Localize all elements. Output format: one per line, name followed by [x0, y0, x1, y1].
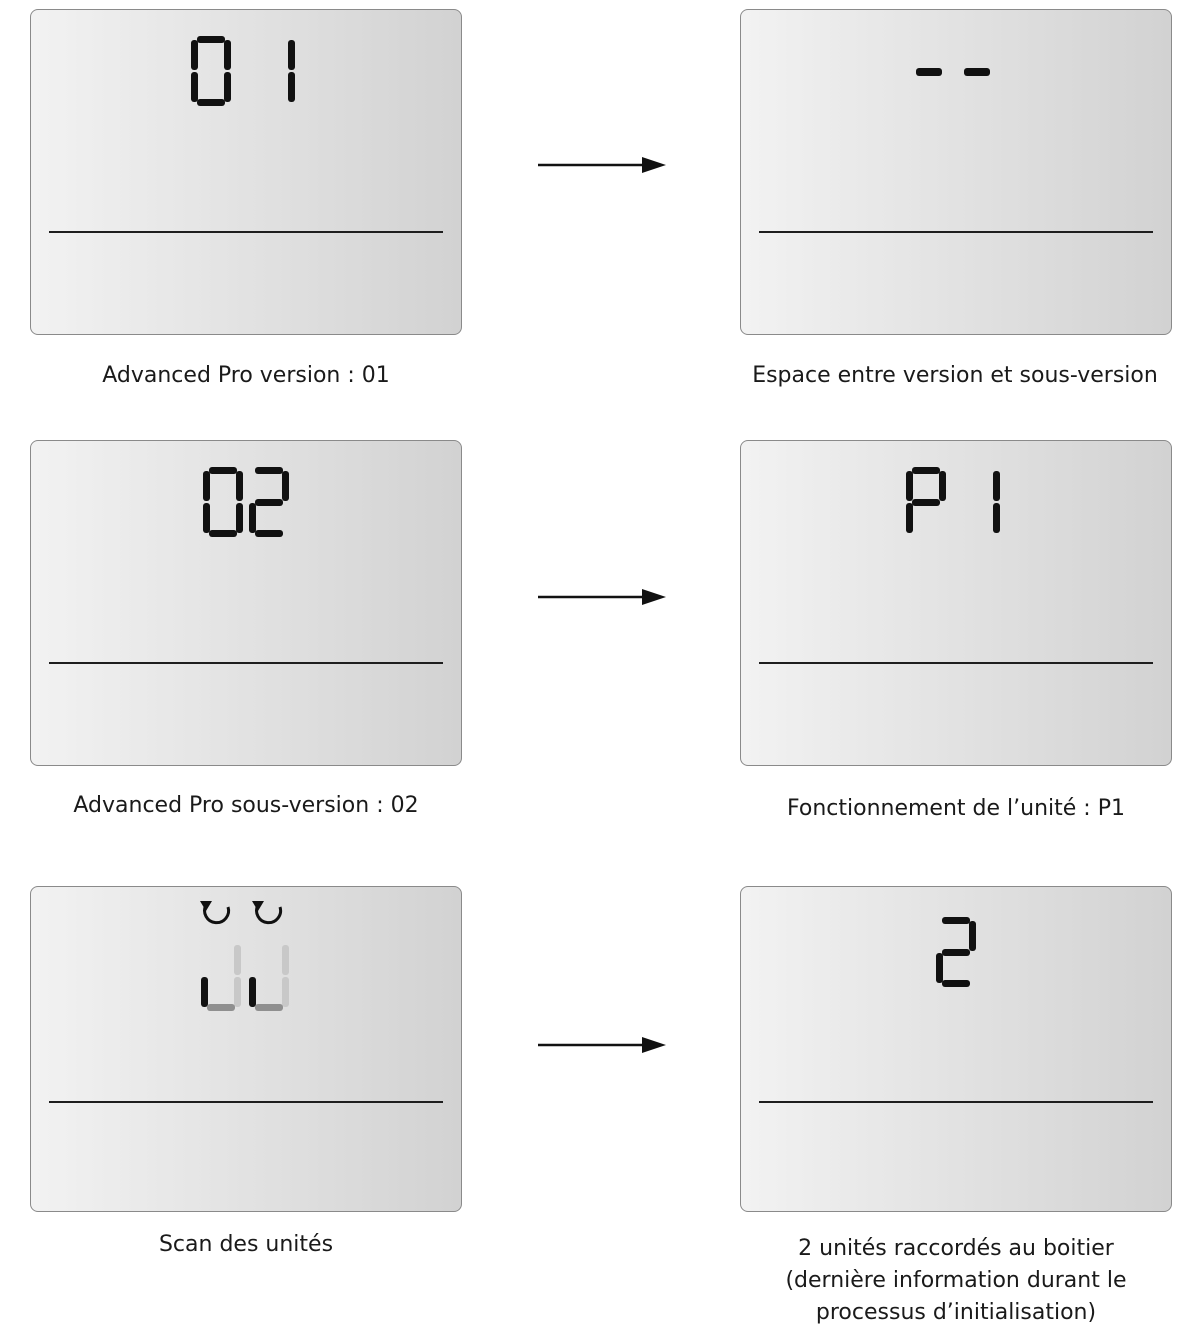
lcd-panel-separator: [740, 9, 1172, 335]
seven-segment-digits: [191, 36, 295, 106]
lcd-scan-icons: [31, 897, 461, 927]
caption-scan: Scan des unités: [158, 1232, 334, 1257]
caption-subversion: Advanced Pro sous-version : 02: [73, 793, 419, 818]
arrow-right-icon: [538, 157, 666, 173]
seven-segment-digits: [936, 917, 976, 987]
lcd-readout: [31, 467, 461, 537]
lcd-panel-scan: [30, 886, 462, 1212]
lcd-divider: [759, 231, 1153, 233]
lcd-divider: [49, 1101, 443, 1103]
caption-unit-operation: Fonctionnement de l’unité : P1: [787, 796, 1125, 821]
lcd-panel-unit-operation: [740, 440, 1172, 766]
lcd-readout: [741, 467, 1171, 537]
seven-segment-scan: [201, 945, 289, 1011]
caption-separator: Espace entre version et sous-version: [752, 363, 1158, 388]
arrow-right-icon: [538, 1037, 666, 1053]
caption-version: Advanced Pro version : 01: [102, 363, 390, 388]
seven-segment-digits: [203, 467, 289, 537]
arrow-right-icon: [538, 589, 666, 605]
caption-unit-count: 2 unités raccordés au boitier (dernière …: [785, 1236, 1127, 1325]
lcd-readout: [741, 917, 1171, 987]
lcd-readout: [31, 941, 461, 1011]
lcd-divider: [49, 662, 443, 664]
refresh-icon: [200, 901, 231, 925]
seven-segment-dashes: [916, 68, 990, 76]
lcd-panel-version: [30, 9, 462, 335]
lcd-readout: [31, 36, 461, 106]
lcd-readout: [741, 66, 1171, 78]
lcd-divider: [49, 231, 443, 233]
seven-segment-digits: [906, 467, 1000, 533]
lcd-panel-subversion: [30, 440, 462, 766]
lcd-divider: [759, 662, 1153, 664]
lcd-divider: [759, 1101, 1153, 1103]
refresh-icon: [252, 901, 283, 925]
lcd-panel-unit-count: [740, 886, 1172, 1212]
